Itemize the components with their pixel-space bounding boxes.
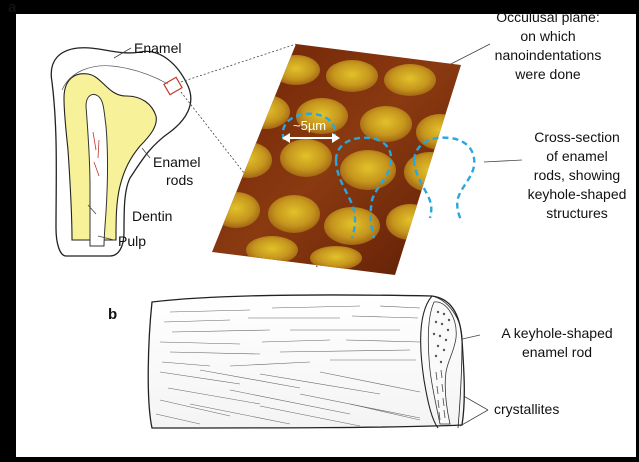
label-occlusal-line2: on which [468, 28, 628, 44]
label-occlusal-line1: Occulusal plane: [468, 9, 628, 25]
enamel-rod-drawing [148, 295, 464, 428]
panel-b-letter: b [108, 307, 117, 323]
label-cross-section-line1: Cross-section [518, 129, 636, 145]
label-enamel-rods-line1: Enamel [153, 154, 200, 170]
label-occlusal-line4: were done [468, 66, 628, 82]
label-cross-section-line4: keyhole-shaped [518, 186, 636, 202]
label-keyhole-rod-line2: enamel rod [482, 344, 632, 360]
label-cross-section-line5: structures [518, 205, 636, 221]
label-occlusal-line3: nanoindentations [468, 47, 628, 63]
panel-a-letter: a [8, 0, 16, 16]
label-cross-section-line2: of enamel [518, 148, 636, 164]
label-crystallites: crystallites [494, 401, 559, 417]
label-dentin: Dentin [132, 208, 172, 224]
scale-bar-label: ~5µm [293, 118, 326, 134]
label-cross-section-line3: rods, showing [518, 167, 636, 183]
label-enamel: Enamel [134, 40, 181, 56]
label-pulp: Pulp [118, 233, 146, 249]
label-enamel-rods-line2: rods [166, 172, 193, 188]
label-keyhole-rod-line1: A keyhole-shaped [482, 325, 632, 341]
